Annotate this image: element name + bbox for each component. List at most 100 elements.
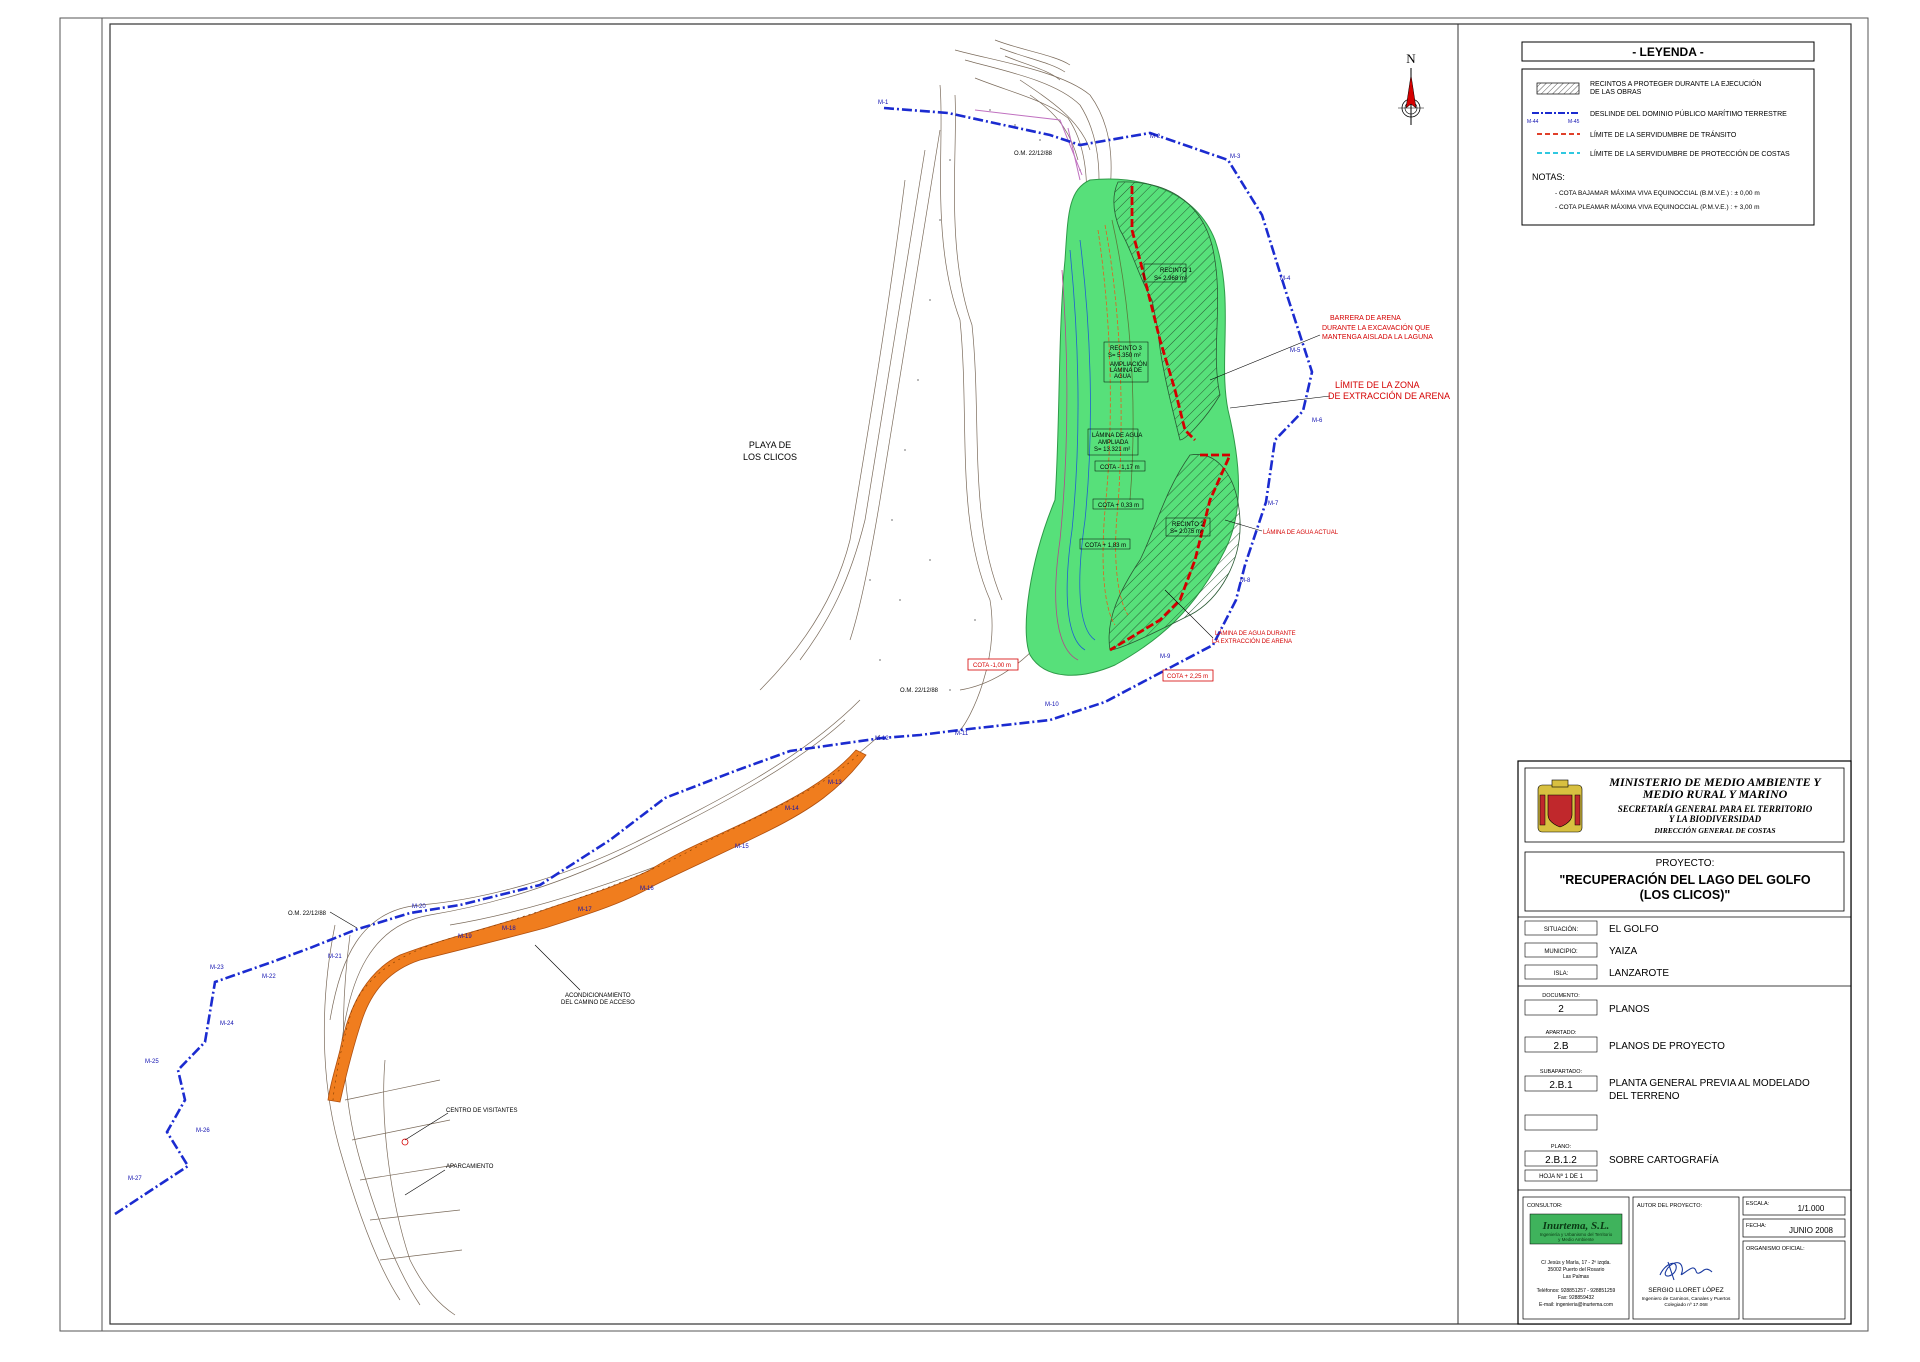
marker-m24: M-24 bbox=[220, 1021, 234, 1027]
plano-value: SOBRE CARTOGRAFÍA bbox=[1609, 1153, 1719, 1166]
ministry-box bbox=[1524, 767, 1845, 843]
acond-leader bbox=[534, 944, 581, 991]
marker-m19: M-19 bbox=[458, 934, 472, 940]
cota-box-2 bbox=[1092, 498, 1144, 510]
recinto3-name: RECINTO 3 bbox=[1110, 346, 1143, 352]
fecha-value: JUNIO 2008 bbox=[1789, 1226, 1834, 1235]
property-line-2 bbox=[1067, 127, 1081, 181]
aparcamiento-leader bbox=[404, 1169, 446, 1196]
centro-marker bbox=[401, 1138, 409, 1146]
centro-label: CENTRO DE VISITANTES bbox=[446, 1108, 518, 1114]
lamina-l2: AMPLIADA bbox=[1098, 440, 1128, 446]
recinto3-area: S= 5.350 m² bbox=[1108, 353, 1141, 359]
lamina-actual: LÁMINA DE AGUA ACTUAL bbox=[1263, 529, 1339, 536]
legend-item-1-l2: DE LAS OBRAS bbox=[1590, 89, 1642, 96]
actual-leader bbox=[1224, 519, 1263, 532]
municipio-label: MUNICIPIO: bbox=[1544, 949, 1578, 955]
autor-label: AUTOR DEL PROYECTO: bbox=[1637, 1203, 1702, 1209]
marker-m4: M-4 bbox=[1280, 276, 1291, 282]
marker-m7: M-7 bbox=[1268, 501, 1279, 507]
title-block: MINISTERIO DE MEDIO AMBIENTE Y MEDIO RUR… bbox=[1517, 760, 1852, 1325]
marker-m12: M-12 bbox=[875, 736, 889, 742]
legend: - LEYENDA - RECINTOS A PROTEGER DURANTE … bbox=[1521, 41, 1815, 226]
municipio-label-box bbox=[1524, 942, 1598, 958]
escala-value: 1/1.000 bbox=[1798, 1204, 1825, 1213]
map-frame bbox=[109, 23, 1852, 1325]
legend-box bbox=[1521, 68, 1815, 226]
escala-label: ESCALA: bbox=[1746, 1201, 1770, 1207]
marker-m1: M-1 bbox=[878, 100, 889, 106]
acond-l1: ACONDICIONAMIENTO bbox=[565, 993, 631, 999]
north-arrow: N bbox=[1398, 51, 1424, 125]
autor-title-2: Colegiado nº 17.068 bbox=[1664, 1302, 1708, 1308]
hoja-box bbox=[1524, 1169, 1598, 1182]
recinto3-box bbox=[1103, 341, 1149, 383]
consultor-tel-1: Teléfonos: 928851257 - 928851259 bbox=[1537, 1288, 1616, 1294]
om-leader-3 bbox=[329, 911, 358, 929]
marker-m26: M-26 bbox=[196, 1128, 210, 1134]
durante-l1: LÁMINA DE AGUA DURANTE bbox=[1215, 630, 1296, 637]
marker-m8: M-8 bbox=[1240, 578, 1251, 584]
situacion-label-box bbox=[1524, 920, 1598, 936]
organismo-label: ORGANISMO OFICIAL: bbox=[1746, 1246, 1805, 1252]
marker-m23: M-23 bbox=[210, 965, 224, 971]
consultor-box bbox=[1522, 1196, 1630, 1320]
recinto2-box bbox=[1165, 517, 1211, 537]
north-letter: N bbox=[1406, 51, 1416, 66]
consultor-name: Inurtema, S.L. bbox=[1542, 1220, 1610, 1232]
cota-left-box bbox=[967, 658, 1019, 671]
durante-l2: LA EXTRACCIÓN DE ARENA bbox=[1212, 638, 1292, 645]
autor-title-1: Ingeniero de Caminos, Canales y Puertos bbox=[1642, 1296, 1731, 1302]
access-road bbox=[327, 749, 867, 1103]
marker-m3: M-3 bbox=[1230, 154, 1241, 160]
legend-item-1-l1: RECINTOS A PROTEGER DURANTE LA EJECUCIÓN bbox=[1590, 79, 1761, 88]
fecha-box bbox=[1742, 1218, 1846, 1238]
isla-value: LANZAROTE bbox=[1609, 968, 1669, 979]
cota-2: COTA + 0,33 m bbox=[1098, 503, 1139, 509]
proyecto-title-l1: "RECUPERACIÓN DEL LAGO DEL GOLFO bbox=[1559, 872, 1811, 887]
lamina-l3: S= 13.321 m² bbox=[1094, 447, 1130, 453]
apartado-value: PLANOS DE PROYECTO bbox=[1609, 1041, 1725, 1052]
recinto-2-hatch bbox=[1108, 454, 1241, 651]
legend-title: - LEYENDA - bbox=[1632, 45, 1704, 59]
recinto-1-hatch bbox=[1113, 181, 1221, 441]
recinto3-l3: AGUA bbox=[1114, 374, 1131, 380]
documento-code-box bbox=[1524, 999, 1598, 1016]
property-line bbox=[974, 109, 1083, 176]
lamina-l1: LÁMINA DE AGUA bbox=[1092, 432, 1142, 439]
subapartado-value-l2: DEL TERRENO bbox=[1609, 1091, 1680, 1102]
escala-box bbox=[1742, 1196, 1846, 1216]
limite-leader bbox=[1229, 395, 1331, 409]
documento-code: 2 bbox=[1558, 1004, 1564, 1015]
autor-box bbox=[1632, 1196, 1740, 1320]
consultor-addr-3: Las Palmas bbox=[1563, 1274, 1590, 1280]
limite-l2: DE EXTRACCIÓN DE ARENA bbox=[1328, 391, 1450, 401]
marker-m22: M-22 bbox=[262, 974, 276, 980]
ministry-l1: MINISTERIO DE MEDIO AMBIENTE Y bbox=[1608, 775, 1822, 789]
marker-m27: M-27 bbox=[128, 1176, 142, 1182]
hoja: HOJA Nº 1 DE 1 bbox=[1539, 1173, 1584, 1180]
cota-left: COTA -1,00 m bbox=[973, 663, 1011, 669]
marker-m2: M-2 bbox=[1150, 134, 1161, 140]
recinto1-box bbox=[1143, 263, 1187, 283]
proyecto-title-l2: (LOS CLICOS)" bbox=[1640, 888, 1731, 902]
situacion-value: EL GOLFO bbox=[1609, 924, 1659, 935]
map-drawing: M-1 M-2 M-3 M-4 M-5 M-6 M-7 M-8 M-9 M-10… bbox=[114, 39, 1450, 1316]
subapartado-code: 2.B.1 bbox=[1549, 1080, 1573, 1091]
apartado-label: APARTADO: bbox=[1546, 1030, 1577, 1036]
note-2: - COTA PLEAMAR MÁXIMA VIVA EQUINOCCIAL (… bbox=[1555, 202, 1760, 211]
durante-leader bbox=[1164, 589, 1214, 639]
note-1: - COTA BAJAMAR MÁXIMA VIVA EQUINOCCIAL (… bbox=[1555, 188, 1760, 197]
consultor-label: CONSULTOR: bbox=[1527, 1203, 1563, 1209]
beach-label-1: PLAYA DE bbox=[749, 440, 791, 450]
legend-item-4: LÍMITE DE LA SERVIDUMBRE DE PROTECCIÓN D… bbox=[1590, 149, 1790, 158]
subapartado-code-box bbox=[1524, 1075, 1598, 1092]
direccion: DIRECCIÓN GENERAL DE COSTAS bbox=[1653, 825, 1775, 835]
legend-hatch-symbol bbox=[1536, 82, 1580, 95]
aparcamiento-label: APARCAMIENTO bbox=[446, 1164, 494, 1170]
consultor-sub-1: Ingeniería y Urbanismo del Territorio bbox=[1540, 1232, 1613, 1237]
marker-m5: M-5 bbox=[1290, 348, 1301, 354]
barrera-leader bbox=[1209, 334, 1321, 381]
ministry-l2: MEDIO RURAL Y MARINO bbox=[1642, 787, 1788, 801]
documento-label: DOCUMENTO: bbox=[1542, 993, 1580, 999]
